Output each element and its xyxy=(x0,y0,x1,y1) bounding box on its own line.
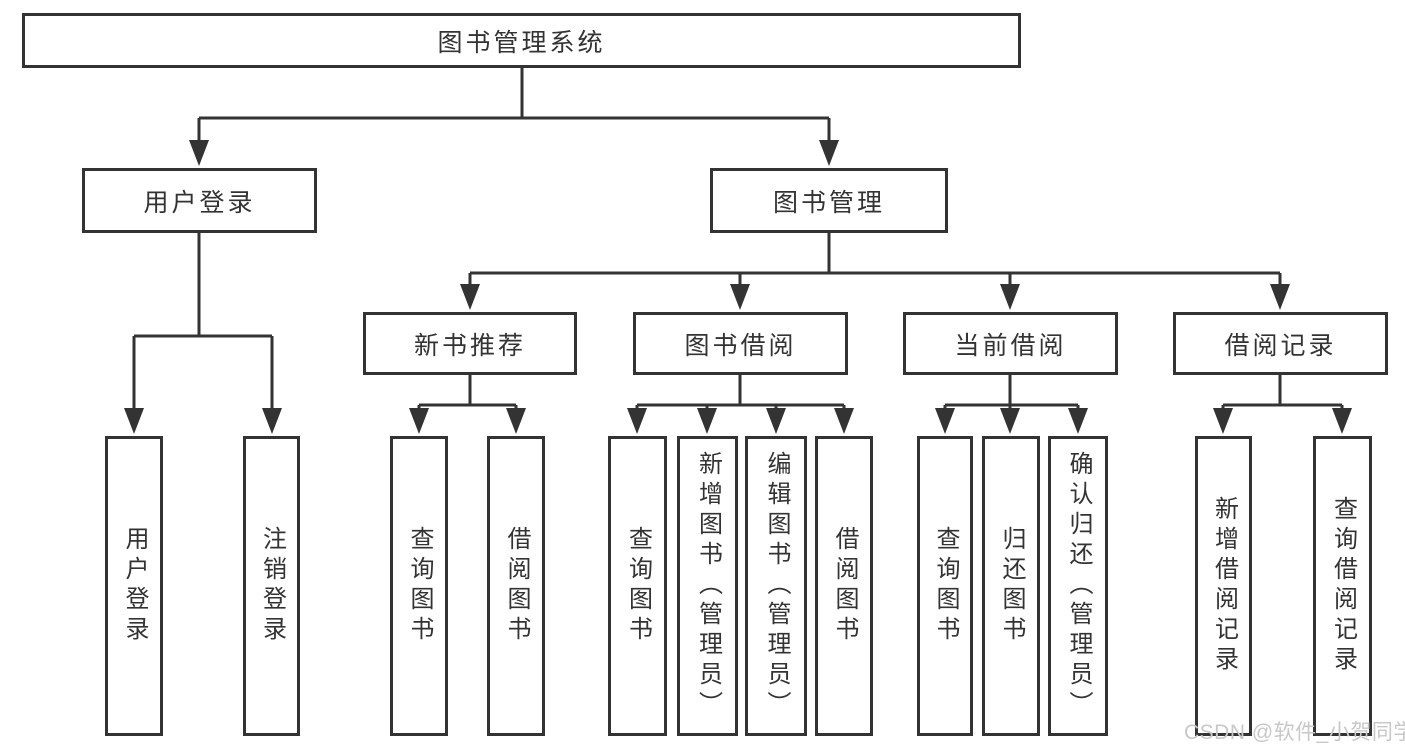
node-current-borrow: 当前借阅 xyxy=(903,312,1118,375)
node-label: 图书管理系统 xyxy=(437,28,606,57)
node-borrow-records: 借阅记录 xyxy=(1173,312,1388,375)
node-label: 借阅图书 xyxy=(831,526,858,646)
node-label: 借阅记录 xyxy=(1224,331,1337,360)
node-book-borrow: 图书借阅 xyxy=(633,312,848,375)
leaf-recommend-query-book: 查询图书 xyxy=(390,436,448,736)
watermark: CSDN @软件_小贺同学 xyxy=(1184,721,1405,744)
leaf-recommend-borrow-book: 借阅图书 xyxy=(487,436,545,736)
node-new-book-recommend: 新书推荐 xyxy=(363,312,577,375)
node-label: 图书管理 xyxy=(772,188,885,217)
leaf-current-confirm-return-admin: 确认归还（管理员） xyxy=(1048,436,1108,736)
node-label: 当前借阅 xyxy=(954,331,1067,360)
leaf-borrow-query-book: 查询图书 xyxy=(608,436,667,736)
leaf-borrow-borrow-book: 借阅图书 xyxy=(815,436,873,736)
node-label: 借阅图书 xyxy=(503,526,530,646)
leaf-borrow-edit-book-admin: 编辑图书（管理员） xyxy=(745,436,807,736)
node-book-management: 图书管理 xyxy=(710,168,948,233)
node-label: 用户登录 xyxy=(143,188,256,217)
node-label: 图书借阅 xyxy=(684,331,797,360)
leaf-records-add-record: 新增借阅记录 xyxy=(1195,436,1252,736)
node-label: 用户登录 xyxy=(121,526,148,646)
node-label: 新书推荐 xyxy=(413,331,526,360)
leaf-records-query-record: 查询借阅记录 xyxy=(1313,436,1372,736)
node-label: 归还图书 xyxy=(998,526,1025,646)
node-label: 新增图书（管理员） xyxy=(694,451,722,721)
node-library-system: 图书管理系统 xyxy=(22,13,1021,68)
node-label: 查询借阅记录 xyxy=(1329,496,1357,676)
leaf-current-return-book: 归还图书 xyxy=(982,436,1040,736)
node-user-login: 用户登录 xyxy=(82,168,317,233)
node-label: 注销登录 xyxy=(258,526,286,646)
leaf-logout-login: 注销登录 xyxy=(243,436,300,736)
leaf-current-query-book: 查询图书 xyxy=(917,436,973,736)
node-label: 确认归还（管理员） xyxy=(1065,451,1092,721)
node-label: 新增借阅记录 xyxy=(1210,496,1238,676)
node-label: 编辑图书（管理员） xyxy=(763,451,790,721)
leaf-user-login: 用户登录 xyxy=(105,436,163,736)
node-label: 查询图书 xyxy=(624,526,652,646)
node-label: 查询图书 xyxy=(932,526,959,646)
node-label: 查询图书 xyxy=(406,526,433,646)
leaf-borrow-add-book-admin: 新增图书（管理员） xyxy=(677,436,738,736)
